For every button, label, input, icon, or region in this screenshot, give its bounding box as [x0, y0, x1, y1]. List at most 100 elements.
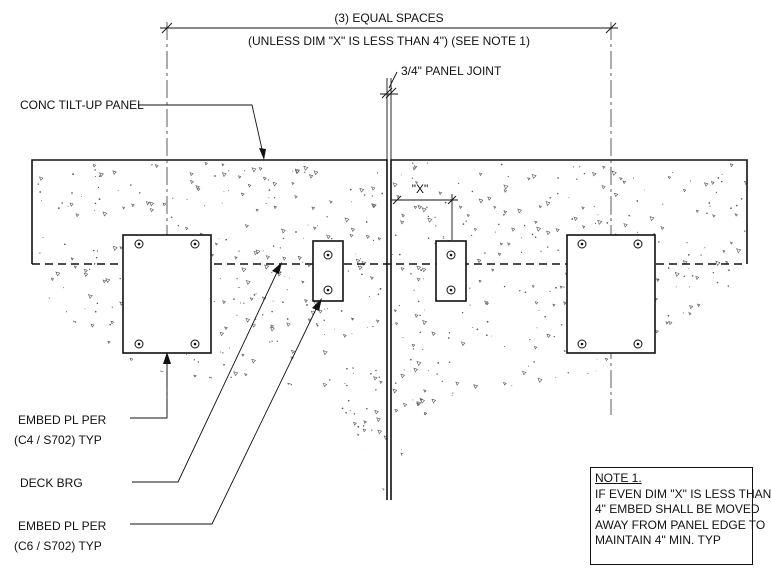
concrete-speckle	[93, 263, 96, 265]
concrete-speckle	[90, 323, 95, 328]
concrete-speckle	[629, 430, 631, 432]
concrete-speckle	[268, 463, 271, 466]
concrete-speckle	[94, 365, 100, 371]
concrete-speckle	[561, 324, 563, 326]
concrete-speckle	[318, 309, 323, 314]
concrete-speckle	[413, 165, 418, 169]
concrete-speckle	[503, 189, 508, 193]
concrete-speckle	[141, 421, 147, 426]
concrete-speckle	[282, 301, 284, 304]
concrete-speckle	[222, 352, 224, 354]
concrete-speckle	[234, 479, 237, 482]
concrete-speckle	[667, 175, 672, 180]
concrete-speckle	[106, 427, 112, 433]
concrete-speckle	[241, 433, 246, 438]
concrete-speckle	[493, 205, 497, 209]
concrete-speckle	[75, 213, 80, 218]
concrete-speckle	[324, 455, 326, 457]
concrete-speckle	[423, 278, 425, 280]
concrete-speckle	[151, 164, 153, 166]
concrete-speckle	[400, 267, 405, 271]
concrete-speckle	[571, 464, 577, 470]
concrete-speckle	[734, 213, 738, 217]
concrete-speckle	[302, 474, 304, 477]
concrete-speckle	[265, 202, 267, 204]
concrete-speckle	[583, 173, 586, 175]
concrete-speckle	[351, 201, 352, 203]
concrete-speckle	[377, 429, 383, 435]
concrete-speckle	[303, 165, 309, 171]
concrete-speckle	[307, 224, 309, 226]
concrete-speckle	[401, 213, 405, 218]
concrete-speckle	[304, 299, 308, 303]
concrete-speckle	[365, 221, 368, 223]
concrete-speckle	[122, 206, 126, 210]
concrete-speckle	[683, 382, 689, 387]
concrete-speckle	[61, 202, 63, 204]
concrete-speckle	[203, 470, 206, 473]
concrete-speckle	[561, 435, 563, 437]
concrete-speckle	[41, 200, 42, 202]
concrete-speckle	[411, 343, 416, 348]
concrete-speckle	[94, 202, 97, 205]
concrete-speckle	[287, 382, 293, 388]
concrete-speckle	[610, 213, 612, 215]
concrete-speckle	[237, 175, 242, 179]
concrete-speckle	[473, 415, 478, 420]
concrete-speckle	[518, 426, 522, 430]
concrete-speckle	[708, 202, 711, 204]
concrete-speckle	[658, 433, 662, 437]
concrete-speckle	[193, 374, 197, 378]
concrete-speckle	[579, 404, 582, 407]
concrete-speckle	[555, 228, 560, 233]
concrete-speckle	[220, 351, 222, 353]
concrete-speckle	[284, 276, 286, 278]
concrete-speckle	[721, 174, 723, 175]
concrete-speckle	[559, 285, 563, 289]
concrete-speckle	[272, 181, 278, 187]
concrete-speckle	[316, 443, 321, 449]
concrete-speckle	[597, 214, 599, 216]
concrete-speckle	[666, 368, 668, 370]
concrete-speckle	[65, 449, 67, 451]
concrete-speckle	[105, 386, 111, 392]
concrete-speckle	[609, 388, 611, 391]
concrete-speckle	[251, 358, 257, 364]
concrete-speckle	[374, 409, 379, 415]
embed-plate-small-left	[312, 240, 344, 302]
concrete-speckle	[97, 186, 100, 189]
concrete-speckle	[515, 448, 517, 451]
dim-x-dimension	[391, 194, 458, 240]
concrete-speckle	[73, 455, 76, 458]
concrete-speckle	[375, 485, 381, 491]
concrete-speckle	[253, 486, 255, 488]
concrete-speckle	[670, 416, 674, 420]
concrete-speckle	[268, 189, 271, 191]
concrete-speckle	[210, 253, 215, 257]
concrete-speckle	[196, 187, 201, 192]
concrete-speckle	[401, 449, 402, 451]
concrete-speckle	[340, 310, 343, 312]
concrete-speckle	[245, 317, 251, 323]
concrete-speckle	[540, 493, 543, 495]
concrete-speckle	[628, 214, 630, 217]
concrete-speckle	[557, 177, 559, 179]
concrete-speckle	[117, 190, 119, 191]
concrete-speckle	[258, 167, 263, 171]
concrete-speckle	[583, 401, 587, 406]
concrete-speckle	[302, 446, 304, 448]
concrete-speckle	[728, 410, 730, 413]
concrete-speckle	[222, 447, 226, 451]
concrete-speckle	[350, 227, 356, 232]
concrete-speckle	[671, 443, 677, 449]
concrete-speckle	[55, 271, 61, 277]
concrete-speckle	[536, 226, 542, 232]
concrete-speckle	[347, 399, 350, 402]
concrete-speckle	[511, 385, 513, 387]
concrete-speckle	[75, 344, 77, 347]
concrete-speckle	[96, 250, 99, 252]
concrete-speckle	[347, 270, 349, 272]
concrete-speckle	[286, 318, 289, 320]
concrete-speckle	[326, 216, 328, 218]
concrete-speckle	[344, 382, 346, 385]
